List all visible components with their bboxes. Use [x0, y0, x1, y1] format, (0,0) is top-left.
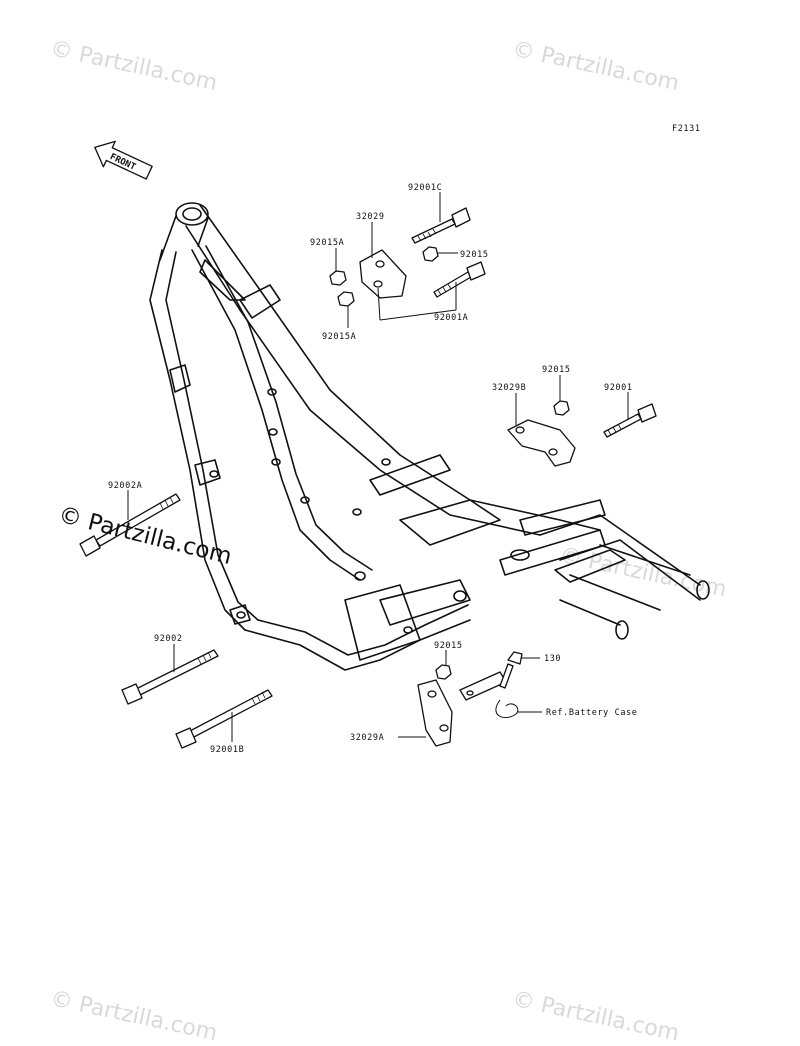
nut-92015A-top	[329, 270, 347, 286]
callout-92015A-mid: 92015A	[322, 332, 356, 342]
callout-92015-low: 92015	[434, 641, 463, 651]
callout-92015A-top: 92015A	[310, 238, 344, 248]
svg-text:© Partzilla.com: © Partzilla.com	[510, 987, 681, 1046]
callout-92001B: 92001B	[210, 745, 244, 755]
figure-code: F2131	[672, 124, 701, 134]
callout-130: 130	[544, 654, 561, 664]
nut-92015A-mid	[337, 291, 355, 307]
bolt-92001	[603, 403, 657, 438]
svg-text:© Partzilla.com: © Partzilla.com	[510, 37, 681, 97]
bolt-92001B	[175, 689, 273, 749]
callout-32029A: 32029A	[350, 733, 384, 743]
bracket-32029A	[417, 671, 507, 747]
callout-92015-right: 92015	[542, 365, 571, 375]
nut-92015-top	[422, 246, 439, 262]
motorcycle-frame	[149, 202, 710, 671]
watermark-bottom-left: © Partzilla.com	[48, 986, 219, 1046]
bolt-92002	[121, 649, 219, 705]
callout-32029: 32029	[356, 212, 385, 222]
bolt-92002A	[79, 493, 181, 557]
nut-92015-right	[553, 400, 570, 416]
leader-lines	[127, 192, 629, 742]
callout-32029B: 32029B	[492, 383, 526, 393]
svg-text:© Partzilla.com: © Partzilla.com	[48, 986, 219, 1046]
front-arrow-icon: FRONT	[94, 140, 153, 180]
callout-92001: 92001	[604, 383, 633, 393]
svg-text:© Partzilla.com: © Partzilla.com	[48, 36, 219, 96]
callout-92002: 92002	[154, 634, 183, 644]
callout-92001A: 92001A	[434, 313, 468, 323]
plate-32029	[359, 249, 407, 299]
watermark-top-left: © Partzilla.com	[48, 36, 219, 96]
watermark-bottom-right: © Partzilla.com	[510, 987, 681, 1046]
bolt-92001A	[433, 261, 486, 298]
bolt-130	[499, 651, 523, 689]
callout-92001C: 92001C	[408, 183, 442, 193]
bolt-92001C	[411, 207, 471, 244]
battery-case-strap	[495, 699, 519, 718]
nut-92015-low	[435, 664, 452, 680]
callout-ref-battery-case: Ref.Battery Case	[546, 708, 637, 718]
callout-92002A: 92002A	[108, 481, 142, 491]
bracket-32029B	[507, 419, 576, 467]
watermark-top-right: © Partzilla.com	[510, 37, 681, 97]
callout-92015-top: 92015	[460, 250, 489, 260]
